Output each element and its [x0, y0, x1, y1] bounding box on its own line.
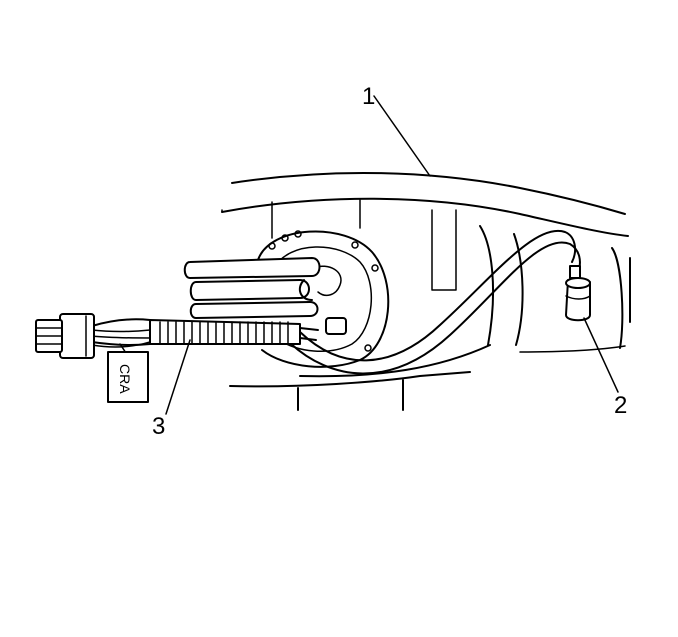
fuel-tank [221, 171, 631, 411]
fuel-lines [183, 257, 321, 319]
fuel-pump-module [257, 230, 390, 368]
leader-lines [165, 95, 619, 415]
callout-3: 3 [152, 413, 165, 440]
vent-tube [289, 229, 591, 375]
callout-2: 2 [614, 392, 627, 419]
callout-1: 1 [362, 83, 375, 110]
cra-tag-label: CRA [117, 364, 133, 394]
cra-tag: CRA [107, 343, 149, 403]
wiring-harness [91, 318, 319, 348]
electrical-connector [35, 313, 95, 359]
